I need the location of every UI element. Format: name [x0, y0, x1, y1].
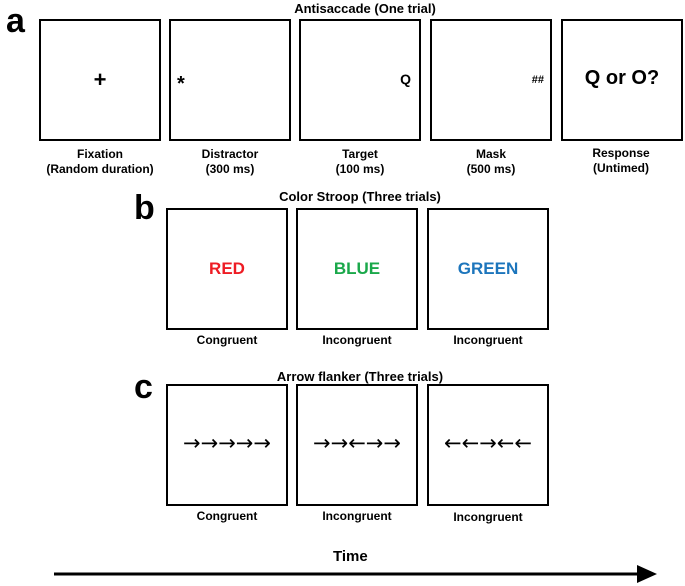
mask-symbols: ## [531, 74, 544, 86]
fixation-cross: + [93, 67, 107, 92]
flanker-arrows-3: ←←→←← [444, 431, 532, 455]
mask-caption-line1: Mask [475, 147, 507, 161]
flanker-caption-1: Congruent [196, 509, 258, 523]
target-frame: Q [299, 19, 421, 141]
fixation-frame: + [39, 19, 161, 141]
flanker-trial-2: →→←→→ [296, 384, 418, 506]
response-caption: Response (Untimed) [557, 146, 685, 176]
flanker-trial-3: ←←→←← [427, 384, 549, 506]
distractor-frame: * [169, 19, 291, 141]
flanker-caption-2: Incongruent [322, 509, 392, 523]
antisaccade-title: Antisaccade (One trial) [294, 1, 436, 16]
mask-caption: Mask (500 ms) [426, 147, 556, 177]
flanker-caption-3: Incongruent [453, 510, 523, 524]
distractor-caption: Distractor (300 ms) [165, 147, 295, 177]
time-arrow-icon [54, 565, 657, 583]
fixation-caption-line1: Fixation [76, 147, 123, 161]
response-caption-line2: (Untimed) [593, 161, 649, 175]
target-caption: Target (100 ms) [295, 147, 425, 177]
distractor-caption-line1: Distractor [201, 147, 259, 161]
stroop-caption-1: Congruent [196, 333, 258, 347]
flanker-arrows-1: →→→→→ [183, 431, 271, 455]
panel-letter-b: b [134, 189, 155, 227]
time-label: Time [333, 548, 368, 565]
mask-caption-line2: (500 ms) [466, 162, 516, 176]
stroop-word-red: RED [209, 259, 245, 278]
target-caption-line2: (100 ms) [335, 162, 385, 176]
stroop-caption-2: Incongruent [322, 333, 392, 347]
target-letter: Q [400, 71, 411, 87]
stroop-trial-1: RED [166, 208, 288, 330]
response-prompt: Q or O? [584, 67, 660, 89]
response-caption-line1: Response [592, 146, 650, 160]
mask-frame: ## [430, 19, 552, 141]
stroop-trial-3: GREEN [427, 208, 549, 330]
flanker-trial-1: →→→→→ [166, 384, 288, 506]
distractor-asterisk: * [177, 73, 185, 95]
color-stroop-title: Color Stroop (Three trials) [279, 189, 441, 204]
panel-letter-c: c [134, 368, 153, 406]
fixation-caption-line2: (Random duration) [46, 162, 154, 176]
flanker-arrows-2: →→←→→ [313, 431, 401, 455]
stroop-trial-2: BLUE [296, 208, 418, 330]
distractor-caption-line2: (300 ms) [205, 162, 255, 176]
target-caption-line1: Target [342, 147, 378, 161]
response-frame: Q or O? [561, 19, 683, 141]
stroop-word-blue: BLUE [333, 259, 381, 278]
stroop-word-green: GREEN [457, 259, 519, 278]
panel-letter-a: a [6, 2, 25, 40]
stroop-caption-3: Incongruent [453, 333, 523, 347]
arrow-flanker-title: Arrow flanker (Three trials) [276, 369, 444, 384]
fixation-caption: Fixation (Random duration) [25, 147, 175, 177]
